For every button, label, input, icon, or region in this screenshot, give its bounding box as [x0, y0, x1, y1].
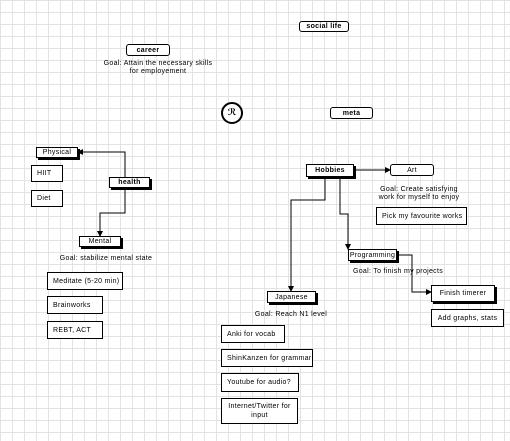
node-internet-twitter[interactable]: Internet/Twitter for input — [221, 398, 298, 424]
node-add-graphs[interactable]: Add graphs, stats — [431, 309, 504, 327]
mental-goal-text: Goal: stabilize mental state — [59, 255, 153, 262]
node-social-life[interactable]: social life — [299, 21, 349, 32]
edge-hobbies-programming — [339, 177, 351, 250]
node-hobbies[interactable]: Hobbies — [306, 164, 354, 177]
node-mental[interactable]: Mental — [79, 236, 121, 247]
node-japanese[interactable]: Japanese — [267, 291, 316, 303]
art-goal-text: Goal: Create satisfying work for myself … — [378, 186, 460, 201]
career-goal-text: Goal: Attain the necessary skills for em… — [103, 60, 213, 75]
node-meta[interactable]: meta — [330, 107, 373, 119]
edge-health-mental — [97, 188, 126, 237]
node-rebt-act[interactable]: REBT, ACT — [47, 321, 103, 339]
node-art[interactable]: Art — [390, 164, 434, 176]
center-node[interactable]: ℛ — [221, 102, 243, 124]
node-diet[interactable]: Diet — [31, 190, 63, 207]
node-health[interactable]: health — [109, 177, 150, 188]
node-programming[interactable]: Programming — [348, 249, 397, 261]
node-career[interactable]: career — [126, 44, 170, 56]
node-finish-timerer[interactable]: Finish timerer — [431, 285, 495, 302]
node-shinkanzen[interactable]: ShinKanzen for grammar — [221, 349, 313, 367]
programming-goal-text: Goal: To finish my projects — [352, 268, 444, 275]
edge-health-physical — [77, 149, 126, 177]
node-youtube[interactable]: Youtube for audio? — [221, 373, 299, 392]
node-meditate[interactable]: Meditate (5-20 min) — [47, 272, 123, 290]
node-hiit[interactable]: HIIT — [31, 165, 63, 182]
node-brainworks[interactable]: Brainworks — [47, 296, 103, 314]
node-anki[interactable]: Anki for vocab — [221, 325, 285, 343]
edge-hobbies-japanese — [288, 177, 326, 292]
node-physical[interactable]: Physical — [36, 147, 78, 158]
node-pick-works[interactable]: Pick my favourite works — [376, 207, 467, 225]
japanese-goal-text: Goal: Reach N1 level — [254, 311, 328, 318]
edge-programming-finish — [397, 254, 432, 295]
